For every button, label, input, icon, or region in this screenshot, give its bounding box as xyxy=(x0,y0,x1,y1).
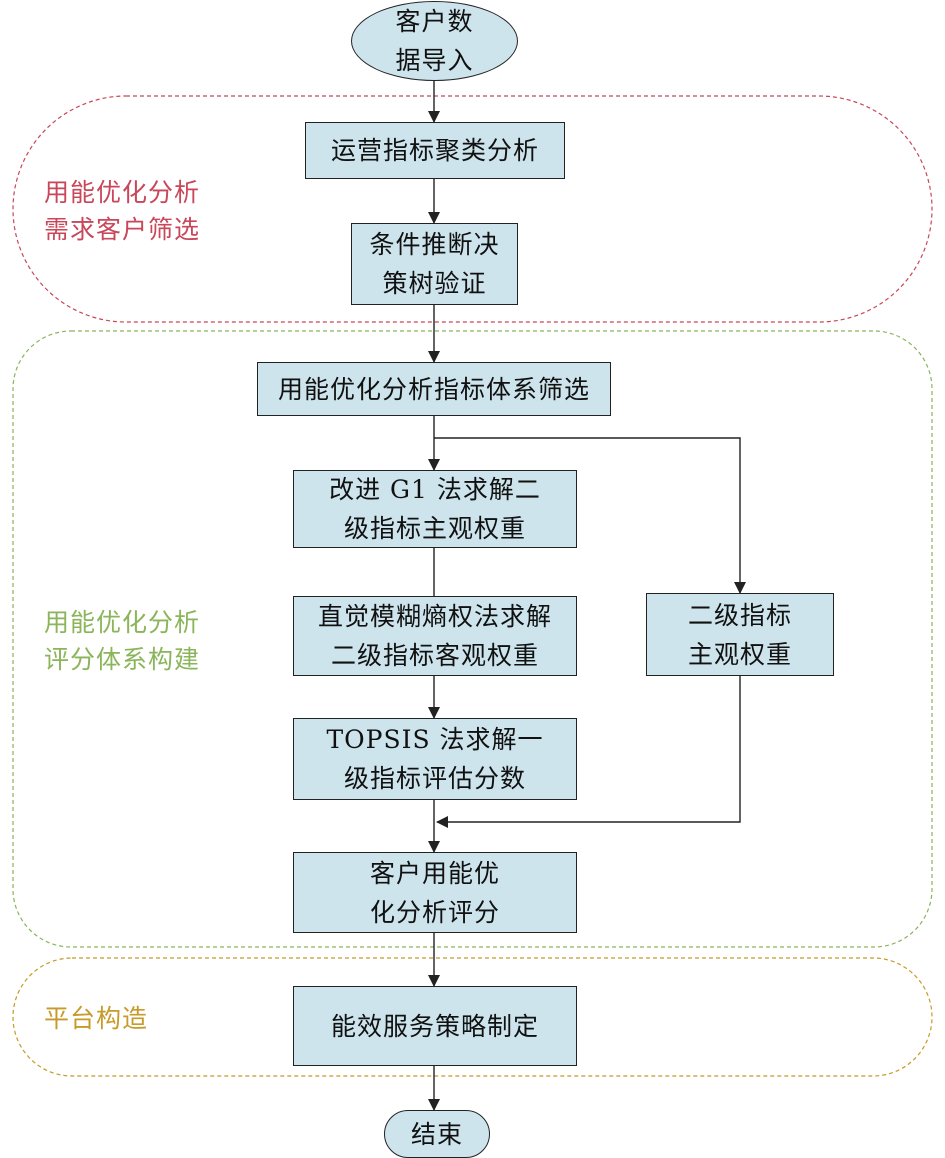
region-label-line: 平台构造 xyxy=(44,1004,149,1033)
node-text-line: 结束 xyxy=(410,1119,463,1149)
node-text-line: TOPSIS 法求解一 xyxy=(326,725,544,754)
region-evaluation-system-border xyxy=(12,330,933,948)
node-text-line: 化分析评分 xyxy=(369,897,500,927)
node-text-line: 改进 G1 法求解二 xyxy=(329,475,541,504)
region-label-demand-screening: 用能优化分析 需求客户筛选 xyxy=(44,174,200,248)
region-label-evaluation-system: 用能优化分析 评分体系构建 xyxy=(44,604,200,678)
node-text-line: 主观权重 xyxy=(687,639,792,669)
node-text-line: 二级指标 xyxy=(687,600,792,630)
region-label-line: 评分体系构建 xyxy=(44,645,201,674)
customer-score-node: 客户用能优 化分析评分 xyxy=(293,852,577,933)
node-text-line: 用能优化分析指标体系筛选 xyxy=(277,374,590,404)
region-label-line: 用能优化分析 xyxy=(44,608,201,637)
ops-cluster-analysis-node: 运营指标聚类分析 xyxy=(305,122,565,179)
node-text-line: 直觉模糊熵权法求解 xyxy=(317,602,552,631)
region-demand-screening-border xyxy=(12,95,933,323)
node-text-line: 据导入 xyxy=(395,46,474,75)
topsis-node: TOPSIS 法求解一 级指标评估分数 xyxy=(293,718,577,800)
node-text-line: 级指标评估分数 xyxy=(343,764,526,793)
strategy-node: 能效服务策略制定 xyxy=(293,986,577,1066)
node-text-line: 客户数 xyxy=(395,7,474,36)
region-platform-border xyxy=(12,957,933,1077)
region-label-line: 用能优化分析 xyxy=(44,178,201,207)
decision-tree-validation-node: 条件推断决 策树验证 xyxy=(351,223,518,305)
node-text-line: 能效服务策略制定 xyxy=(330,1011,539,1041)
subjective-weight-node: 二级指标 主观权重 xyxy=(646,593,834,676)
node-text-line: 运营指标聚类分析 xyxy=(330,136,539,165)
region-label-platform: 平台构造 xyxy=(44,1000,148,1037)
node-text-line: 条件推断决 xyxy=(369,230,500,259)
node-text-line: 二级指标客观权重 xyxy=(330,641,539,670)
entropy-weight-node: 直觉模糊熵权法求解 二级指标客观权重 xyxy=(293,596,577,676)
end-node: 结束 xyxy=(384,1110,490,1158)
node-text-line: 客户用能优 xyxy=(369,858,500,888)
arrow-screen-to-subjective xyxy=(434,437,746,594)
node-text-line: 级指标主观权重 xyxy=(343,514,526,543)
improved-g1-node: 改进 G1 法求解二 级指标主观权重 xyxy=(293,470,577,548)
index-system-screening-node: 用能优化分析指标体系筛选 xyxy=(257,362,611,416)
node-text-line: 策树验证 xyxy=(382,269,487,298)
region-label-line: 需求客户筛选 xyxy=(44,215,201,244)
start-node: 客户数 据导入 xyxy=(351,1,518,81)
arrow-subjective-to-merge xyxy=(436,676,741,828)
